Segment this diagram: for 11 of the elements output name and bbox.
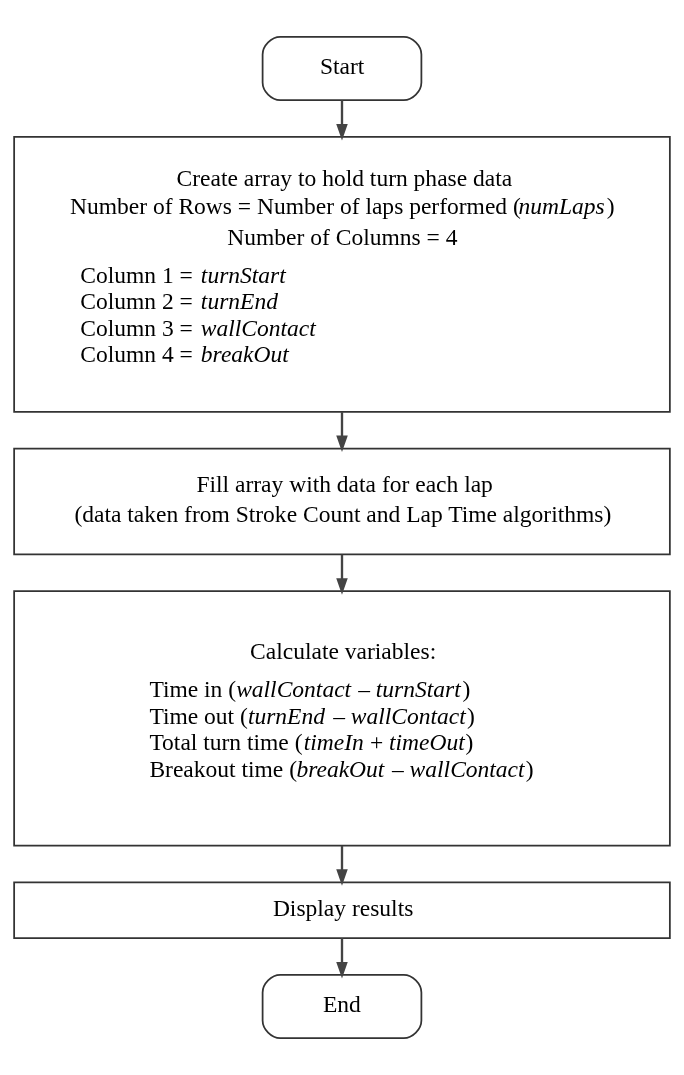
node-box: Display results [13,881,671,939]
arrow [336,100,348,141]
node-box: End [261,974,423,1039]
arrow [336,845,348,886]
node-box: Fill array with data for each lap (data taken from Stroke Count and Lap Time algorithms) [13,447,671,556]
node-box: Create array to hold turn phase data Number of Rows = Number of laps performed (numLaps) Number of Columns = 4 Column 1 = turnStart Column 2 = turnEnd Column 3 = wallContact Column 4 = breakOut [13,136,671,413]
arrow [336,938,348,979]
node-box: Start [261,36,423,101]
arrow [336,554,348,595]
node-box: Calculate variables: Time in (wallContact – turnStart) Time out (turnEnd – wallContact) Total turn time (timeIn + timeOut) Breakout time (breakOut – wallContact) [13,590,671,847]
arrow [336,412,348,453]
